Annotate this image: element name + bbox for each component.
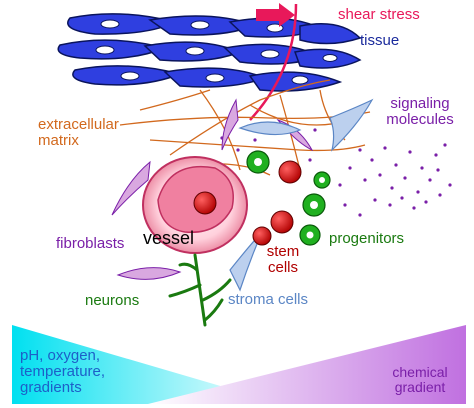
vessel-label: vessel	[143, 228, 195, 248]
stroma-cells-label: stroma cells	[228, 291, 309, 308]
fibroblasts-label: fibroblasts	[56, 235, 125, 252]
signaling-molecules-label: signaling molecules	[386, 95, 454, 128]
stem-cells-label: stem cells	[266, 243, 300, 276]
vessel	[142, 156, 248, 254]
extracellular-matrix-label: extracellular matrix	[38, 116, 119, 149]
shear-stress-label: shear stress	[338, 6, 420, 23]
neurons	[168, 253, 232, 327]
shear-stress-line	[249, 3, 298, 121]
chemical-gradient-label: chemical gradient	[392, 364, 448, 395]
chemical-gradient-wedge	[148, 325, 466, 404]
signaling-molecule-dots	[220, 128, 452, 217]
physical-gradients-label: pH, oxygen, temperature, gradients	[20, 347, 106, 396]
progenitors-label: progenitors	[329, 230, 405, 247]
tissue-label: tissue	[360, 32, 400, 49]
neurons-label: neurons	[85, 292, 140, 309]
progenitor-nuclei	[254, 158, 325, 239]
physical-gradient-wedge	[12, 325, 282, 404]
shear-stress-arrow-icon	[256, 3, 295, 27]
stem-cells	[252, 160, 302, 246]
fibroblast-cells	[111, 98, 314, 280]
